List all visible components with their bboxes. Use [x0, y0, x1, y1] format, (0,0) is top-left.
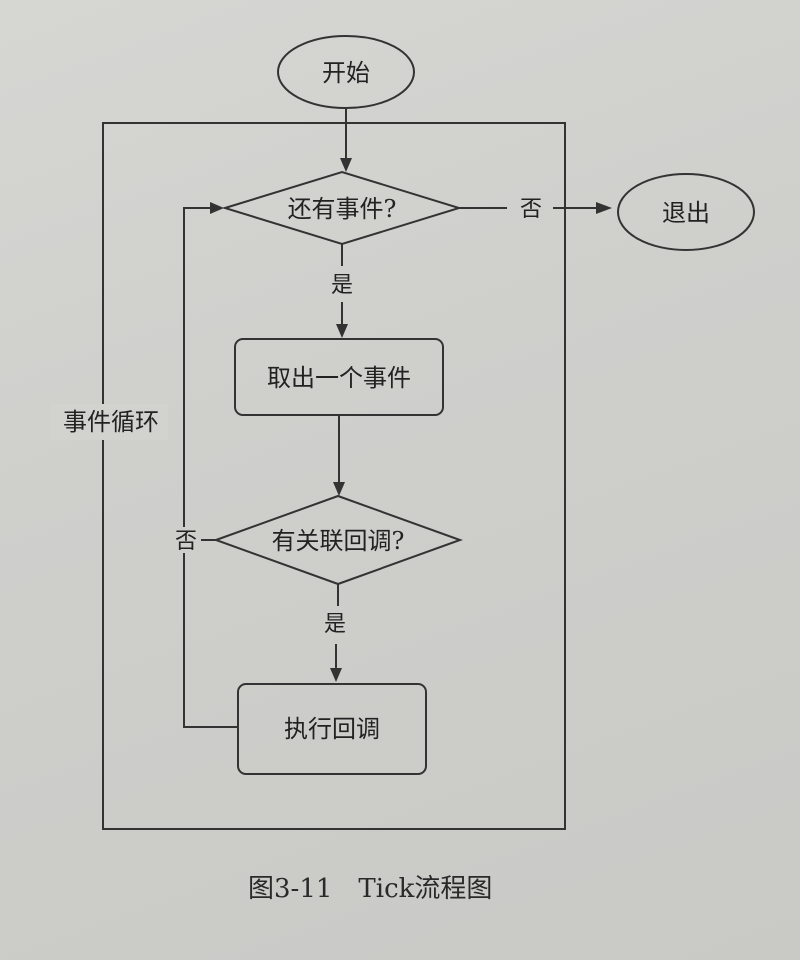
flow-loop-back-upper: [183, 207, 212, 527]
has-event-label: 还有事件?: [288, 195, 397, 223]
yes-take-event-label: 是: [331, 273, 353, 298]
yes-run-callback-label: 是: [324, 612, 346, 637]
has-callback-label: 有关联回调?: [272, 527, 405, 555]
exit-label: 退出: [662, 199, 710, 227]
flow-loop-back-lower: [183, 553, 238, 728]
loop-label-backdrop: [50, 404, 168, 440]
arrowhead: [340, 158, 352, 172]
figure-caption: 图3-11 Tick流程图: [248, 874, 493, 904]
has-callback-decision: [213, 494, 463, 586]
run-callback-label: 执行回调: [284, 715, 380, 743]
arrowhead: [210, 202, 224, 214]
no-to-exit-label: 否: [520, 197, 542, 222]
event-loop-label: 事件循环: [63, 408, 159, 436]
take-event-label: 取出一个事件: [267, 364, 411, 392]
arrowhead: [336, 324, 348, 338]
start-label: 开始: [322, 59, 370, 87]
arrowhead: [330, 668, 342, 682]
no-loop-back-label: 否: [175, 529, 197, 554]
exit-node: [617, 173, 755, 251]
run-callback-process: [237, 683, 427, 775]
event-loop-frame: [102, 122, 566, 830]
arrowhead: [333, 482, 345, 496]
arrowhead: [596, 202, 612, 214]
